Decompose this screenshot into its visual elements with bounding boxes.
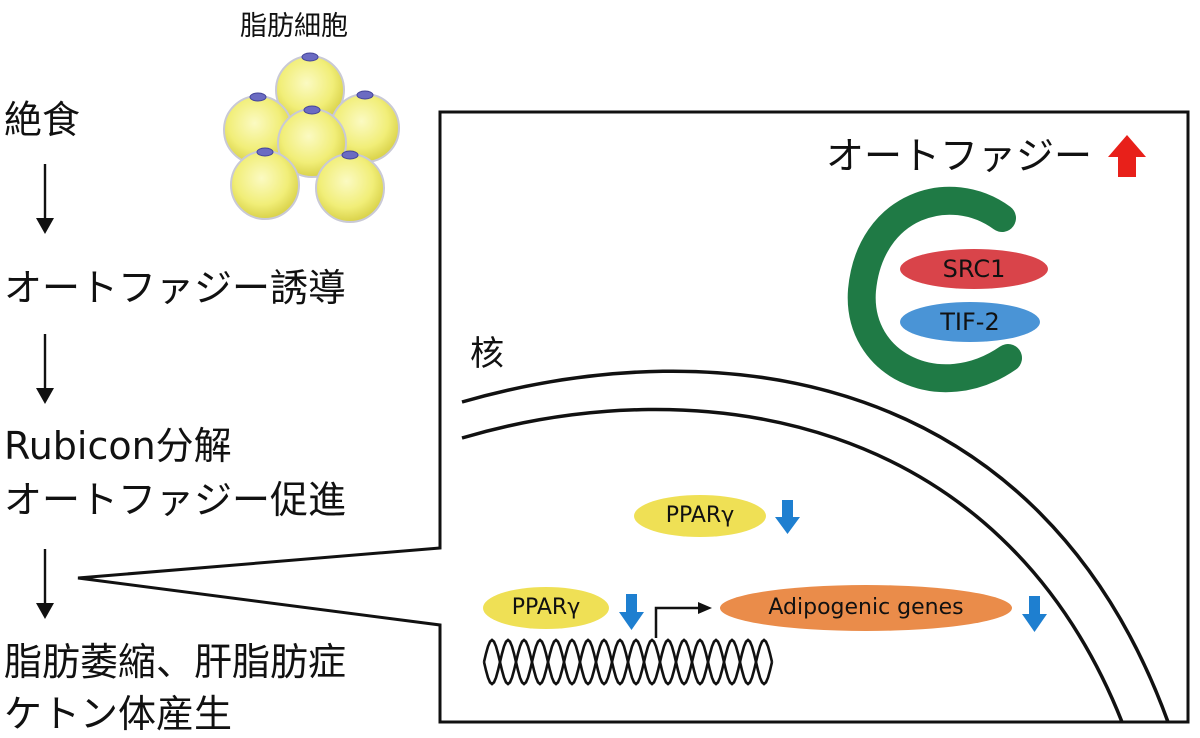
flow-arrow-2	[36, 334, 54, 404]
tif2-ellipse	[900, 302, 1040, 342]
ppar-dna-down-arrow-icon	[619, 594, 644, 630]
fat-cell	[230, 147, 300, 220]
nuclear-membrane-inner	[461, 407, 1124, 723]
ppar-cytoplasm-ellipse	[634, 495, 766, 537]
flow-step-fasting: 絶食	[4, 98, 81, 142]
dna-helix-icon	[482, 638, 774, 686]
flow-arrow-1	[36, 164, 54, 234]
adipogenic-genes-ellipse	[720, 585, 1012, 631]
nuclear-membrane-outer	[461, 369, 1170, 723]
callout-frame	[77, 110, 1190, 724]
autophagosome-icon	[847, 186, 1022, 393]
flow-step-autophagy-promotion: オートファジー促進	[4, 478, 347, 522]
adipogenic-genes-label: Adipogenic genes	[768, 595, 964, 620]
genes-down-arrow-icon	[1022, 596, 1047, 632]
flow-step-outcome-1: 脂肪萎縮、肝脂肪症	[4, 640, 347, 684]
autophagy-up-arrow-icon	[1108, 135, 1146, 177]
src1-ellipse	[900, 249, 1048, 289]
ppar-cytoplasm-down-arrow-icon	[775, 500, 800, 534]
tif2-label: TIF-2	[940, 308, 1000, 336]
transcription-start-arrow-icon	[654, 606, 700, 638]
src1-label: SRC1	[942, 255, 1006, 283]
ppar-dna-label: PPARγ	[511, 595, 581, 620]
fat-cell	[223, 92, 293, 165]
nucleus-label: 核	[470, 334, 504, 374]
flow-step-outcome-2: ケトン体産生	[4, 692, 233, 736]
fat-cell	[315, 150, 385, 223]
fat-cell	[275, 52, 345, 125]
ppar-cytoplasm-label: PPARγ	[665, 503, 735, 528]
autophagy-label: オートファジー	[826, 134, 1093, 178]
fat-cells-label: 脂肪細胞	[240, 11, 348, 42]
flow-step-autophagy-induction: オートファジー誘導	[4, 266, 347, 310]
flow-arrow-3	[36, 549, 54, 619]
ppar-dna-ellipse	[483, 587, 609, 629]
fat-cells-cluster	[223, 52, 400, 223]
flow-step-rubicon: Rubicon分解	[4, 424, 232, 468]
